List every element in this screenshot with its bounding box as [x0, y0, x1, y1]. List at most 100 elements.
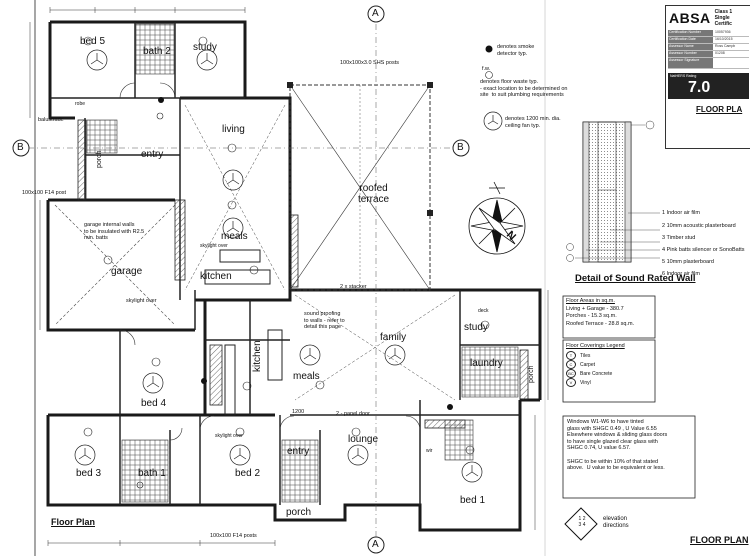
room-bed1: bed 1 — [460, 495, 486, 506]
floor-areas-frame — [562, 295, 656, 339]
room-kitchen-mid: kitchen — [252, 340, 263, 372]
floor-areas-box: Floor Areas in sq.m. Living + Garage - 3… — [566, 298, 634, 328]
roofed-terrace-outline — [289, 84, 431, 291]
room-kitchen-top: kitchen — [200, 271, 232, 282]
floor-areas-title: Floor Areas in sq.m. — [566, 298, 615, 304]
tiled-bath-ensuite — [444, 419, 474, 461]
room-family: family — [380, 332, 407, 343]
sound-wall-items: 1 Indoor air film 2 10mm acoustic plaste… — [662, 207, 745, 280]
terrace-post-3 — [427, 210, 433, 216]
tiled-bath2 — [135, 23, 175, 75]
elevation-numbers: 1 2 3 4 — [578, 516, 586, 528]
room-garage: garage — [111, 266, 143, 277]
legend-item-tiles: T Tiles — [566, 351, 625, 360]
grid-letter-b-left: B — [17, 142, 24, 153]
legend-item-vinyl: V Vinyl — [566, 378, 625, 387]
smoke-detectors — [158, 45, 493, 410]
room-lounge: lounge — [348, 434, 379, 445]
room-study-right: study — [464, 322, 488, 333]
note-f14-post-bottom: 100x100 F14 posts — [210, 533, 257, 539]
note-garage-walls: garage internal walls to be insulated wi… — [84, 222, 145, 241]
absa-certificate: ABSA Class 1 Single Certific Certificati… — [665, 5, 750, 149]
skylight-label-2: skylight over — [215, 433, 243, 439]
note-smoke: denotes smoke detector typ. — [497, 44, 535, 57]
elevation-marker — [564, 507, 598, 541]
room-living: living — [222, 124, 245, 135]
grid-lines — [28, 24, 460, 540]
sound-wall-item: 2 10mm acoustic plasterboard — [662, 223, 736, 229]
family-roof-lines — [294, 294, 456, 401]
floor-wastes — [136, 71, 493, 489]
room-entry-top: entry — [141, 149, 164, 160]
note-sound-proofing: sound proofing to walls - refer to detai… — [304, 311, 345, 330]
absa-row: Assessor Signature — [668, 58, 749, 69]
hatched-wall-2 — [77, 119, 87, 201]
grid-marker-b-left — [12, 139, 30, 157]
room-laundry: laundry — [470, 358, 503, 369]
absa-rating-value: 7.0 — [688, 79, 711, 96]
note-dim-1200: 1200 — [292, 409, 305, 415]
room-meals-top: meals — [221, 231, 248, 242]
floor-legend-title: Floor Coverings Legend — [566, 343, 625, 349]
grid-letter-b-right: B — [457, 142, 464, 153]
room-bed4: bed 4 — [141, 398, 167, 409]
floor-plan-caps-title: FLOOR PLAN — [690, 535, 749, 545]
windows-note-frame — [562, 415, 696, 499]
ceiling-fans — [74, 49, 503, 483]
hatched-wall-4 — [209, 344, 223, 406]
floor-symbols — [83, 36, 490, 455]
room-porch-bottom: porch — [286, 507, 312, 518]
sound-wall-item: 3 Timber stud — [662, 235, 696, 241]
note-stacker: 2 x stacker — [340, 284, 367, 290]
sound-wall-item: 5 10mm plasterboard — [662, 259, 714, 265]
terrace-post-1 — [287, 82, 293, 88]
note-fw: denotes floor waste typ. - exact locatio… — [480, 79, 568, 98]
absa-rating-bar: NatHERS Rating 7.0 — [668, 73, 749, 99]
tiled-porch-left — [86, 119, 118, 154]
room-meals-mid: meals — [293, 371, 320, 382]
note-fw-label: f.w. — [482, 66, 491, 72]
room-robe: robe — [75, 101, 86, 107]
legend-label: Vinyl — [580, 379, 591, 386]
windows-note: Windows W1-W6 to have tinted glass with … — [567, 419, 668, 472]
grid-marker-a-top — [367, 5, 385, 23]
grid-letter-a-top: A — [372, 8, 379, 19]
living-roof-lines — [184, 104, 286, 291]
legend-symbol: V — [566, 378, 576, 387]
room-porch-right: porch — [528, 365, 535, 383]
balustrade-label: balustrade — [38, 117, 64, 123]
room-study-top: study — [193, 42, 217, 53]
door-swings — [119, 82, 421, 441]
sound-wall-item: 4 Pink batts silencer or SonoBatts — [662, 247, 745, 253]
room-deck: deck — [478, 308, 489, 314]
grid-letter-a-bottom: A — [372, 539, 379, 550]
room-porch-left: porch — [96, 150, 103, 168]
room-bath2: bath 2 — [143, 46, 171, 57]
hatched-wall-3 — [289, 214, 299, 288]
absa-class-text: Class 1 Single Certific — [714, 9, 733, 27]
sound-wall-item: 1 Indoor air film — [662, 210, 700, 216]
tiled-laundry — [461, 346, 519, 398]
kitchen-benches — [204, 249, 283, 416]
legend-symbol: T — [566, 351, 576, 360]
room-bed3: bed 3 — [76, 468, 102, 479]
compass-rose — [468, 181, 526, 255]
legend-label: Tiles — [580, 352, 591, 359]
room-bath1: bath 1 — [138, 468, 166, 479]
skylight-label-1: skylight over — [200, 243, 228, 249]
note-shs-posts: 100x100x3.0 SHS posts — [340, 60, 400, 66]
grid-marker-b-right — [452, 139, 470, 157]
legend-symbol: C — [566, 360, 576, 369]
room-wir: wir — [426, 448, 433, 454]
terrace-post-2 — [427, 82, 433, 88]
hatched-wall-5 — [519, 349, 529, 401]
room-bed2: bed 2 — [235, 468, 261, 479]
room-entry-bottom: entry — [287, 446, 310, 457]
